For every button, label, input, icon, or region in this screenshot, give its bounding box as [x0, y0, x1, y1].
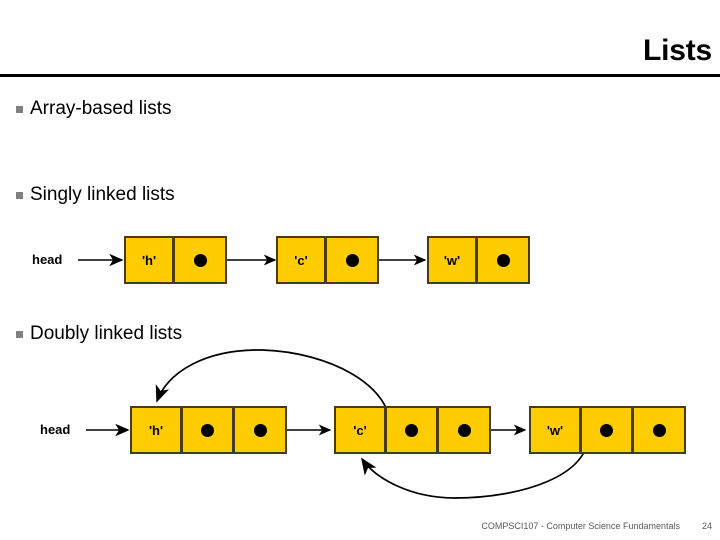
doubly-node-2-value: 'w': [546, 422, 564, 438]
square-bullet-icon: [16, 191, 23, 199]
square-bullet-icon: [16, 105, 23, 113]
doubly-node-0: 'h': [130, 406, 287, 454]
next-pointer-dot: [457, 423, 471, 437]
next-pointer-dot: [652, 423, 666, 437]
next-pointer-dot: [193, 253, 207, 267]
singly-node-1-value: 'c': [294, 252, 308, 268]
singly-node-0-value-cell: 'h': [124, 236, 174, 284]
doubly-node-0-next-cell: [234, 406, 287, 454]
prev-pointer-dot: [600, 423, 613, 437]
footer-page-number: 24: [701, 521, 712, 531]
doubly-node-2-prev-cell: [581, 406, 633, 454]
doubly-node-1-value-cell: 'c': [334, 406, 386, 454]
singly-node-0-value: 'h': [141, 252, 157, 268]
singly-node-0: 'h': [124, 236, 227, 284]
title-divider: [0, 74, 720, 77]
doubly-head-label: head: [40, 422, 71, 437]
singly-node-0-next-cell: [174, 236, 227, 284]
doubly-node-2-value-cell: 'w': [529, 406, 581, 454]
doubly-node-1-prev-cell: [386, 406, 438, 454]
singly-node-1-value-cell: 'c': [276, 236, 326, 284]
doubly-node-0-value-cell: 'h': [130, 406, 182, 454]
doubly-node-1-next-cell: [438, 406, 491, 454]
next-pointer-dot: [496, 253, 510, 267]
doubly-node-2-next-cell: [633, 406, 686, 454]
bullet-item-array-based-lists: Array-based lists: [16, 98, 172, 120]
footer-course-label: COMPSCI107 - Computer Science Fundamenta…: [481, 521, 680, 531]
doubly-node-2: 'w': [529, 406, 686, 454]
prev-pointer-dot: [405, 423, 418, 437]
bullet-item-label: Singly linked lists: [30, 184, 175, 205]
prev-pointer-dot: [201, 423, 214, 437]
doubly-node-1: 'c': [334, 406, 491, 454]
bullet-item-doubly-linked-lists: Doubly linked lists: [16, 323, 182, 345]
singly-node-2-value-cell: 'w': [427, 236, 477, 284]
page-title: Lists: [642, 34, 712, 67]
singly-node-2-next-cell: [477, 236, 530, 284]
singly-node-1: 'c': [276, 236, 379, 284]
singly-head-label: head: [32, 252, 63, 267]
square-bullet-icon: [16, 330, 23, 338]
doubly-node-1-value: 'c': [353, 422, 367, 438]
singly-node-1-next-cell: [326, 236, 379, 284]
doubly-node-0-value: 'h': [148, 422, 164, 438]
slide-footer: COMPSCI107 - Computer Science Fundamenta…: [0, 518, 720, 534]
singly-node-2: 'w': [427, 236, 530, 284]
singly-node-2-value: 'w': [443, 252, 461, 268]
next-pointer-dot: [253, 423, 267, 437]
bullet-item-label: Array-based lists: [30, 98, 172, 119]
next-pointer-dot: [345, 253, 359, 267]
doubly-node-0-prev-cell: [182, 406, 234, 454]
bullet-item-label: Doubly linked lists: [30, 323, 183, 344]
bullet-item-singly-linked-lists: Singly linked lists: [16, 184, 175, 206]
